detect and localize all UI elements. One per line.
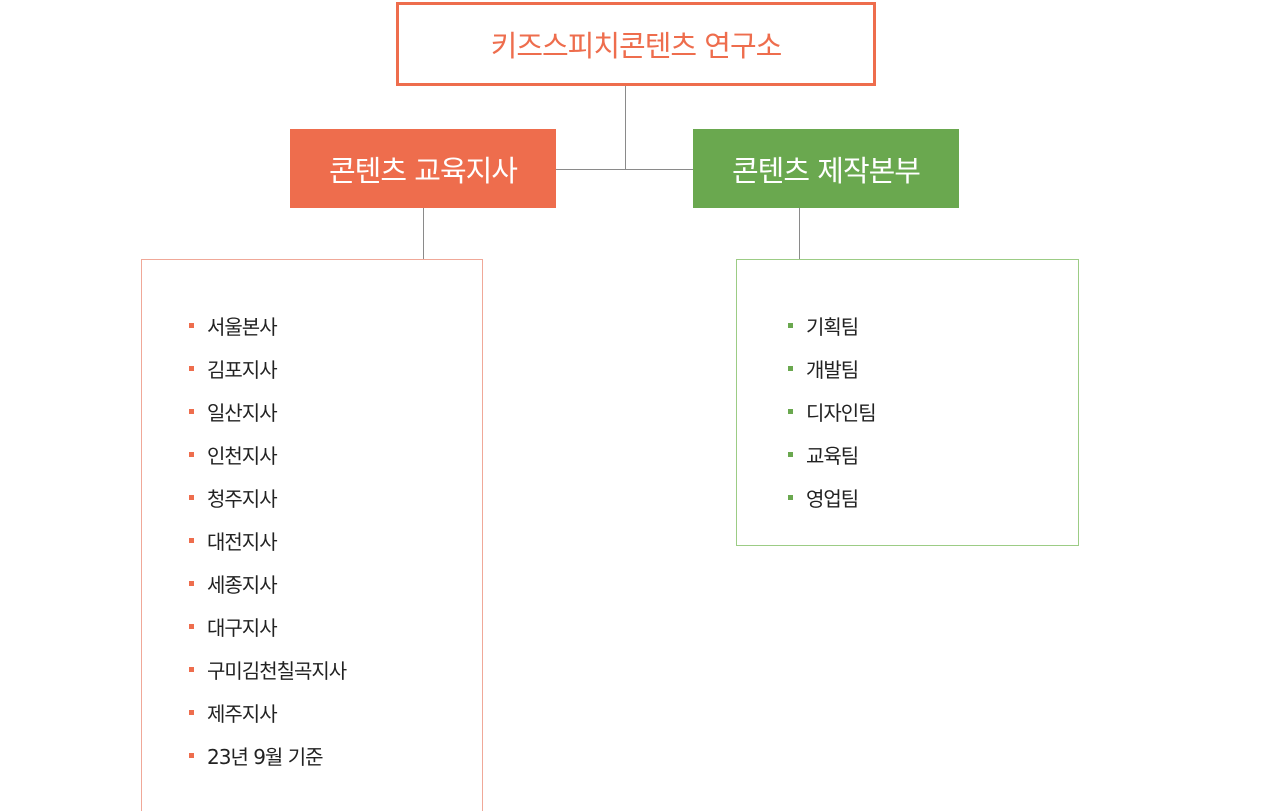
list-item-label: 구미김천칠곡지사: [207, 659, 347, 683]
list-item: 대전지사: [189, 519, 346, 562]
bullet-marker: [189, 409, 194, 414]
org-root-label: 키즈스피치콘텐츠 연구소: [490, 29, 783, 63]
list-item: 교육팀: [788, 433, 876, 476]
list-item: 디자인팀: [788, 390, 877, 433]
list-item-label: 청주지사: [207, 487, 278, 511]
list-item: 23년 9월 기준: [189, 734, 346, 777]
list-item: 서울본사: [189, 304, 346, 347]
list-item-label: 세종지사: [207, 573, 278, 597]
list-item: 김포지사: [189, 347, 346, 390]
bullet-marker: [189, 323, 194, 328]
connector-horizontal: [556, 169, 693, 170]
bullet-marker: [788, 495, 793, 500]
list-item-label: 영업팀: [806, 487, 859, 511]
bullet-marker: [189, 624, 194, 629]
list-item: 세종지사: [189, 562, 346, 605]
bullet-marker: [788, 366, 793, 371]
branch-node-production: 콘텐츠 제작본부: [693, 129, 959, 208]
bullet-marker: [189, 366, 194, 371]
list-item: 영업팀: [788, 476, 876, 519]
connector-left-down: [423, 208, 424, 259]
list-item-label: 대구지사: [207, 616, 278, 640]
list-item-label: 제주지사: [207, 702, 278, 726]
branch-label-education: 콘텐츠 교육지사: [329, 153, 518, 188]
bullet-marker: [189, 538, 194, 543]
org-root-node: 키즈스피치콘텐츠 연구소: [396, 2, 876, 86]
bullet-marker: [189, 710, 194, 715]
list-item: 구미김천칠곡지사: [189, 648, 347, 691]
list-item: 제주지사: [189, 691, 346, 734]
bullet-marker: [189, 667, 194, 672]
list-item-label: 기획팀: [806, 315, 859, 339]
list-item: 기획팀: [788, 304, 876, 347]
list-item-label: 23년 9월 기준: [207, 745, 323, 769]
bullet-marker: [189, 452, 194, 457]
list-item-label: 서울본사: [207, 315, 278, 339]
bullet-marker: [189, 495, 194, 500]
list-item-label: 인천지사: [207, 444, 278, 468]
bullet-marker: [189, 581, 194, 586]
list-item-label: 교육팀: [806, 444, 859, 468]
connector-root-down: [625, 86, 626, 169]
list-item: 개발팀: [788, 347, 876, 390]
bullet-marker: [788, 452, 793, 457]
bullet-marker: [189, 753, 194, 758]
bullet-marker: [788, 323, 793, 328]
list-item-label: 대전지사: [207, 530, 278, 554]
list-item-label: 개발팀: [806, 358, 859, 382]
list-item-label: 김포지사: [207, 358, 278, 382]
list-item: 대구지사: [189, 605, 346, 648]
education-branch-list: 서울본사 김포지사 일산지사 인천지사 청주지사 대전지사 세종지사 대구지사 …: [141, 259, 483, 811]
list-item: 일산지사: [189, 390, 346, 433]
connector-right-down: [799, 208, 800, 259]
list-item-label: 일산지사: [207, 401, 278, 425]
branch-node-education: 콘텐츠 교육지사: [290, 129, 556, 208]
list-item: 청주지사: [189, 476, 346, 519]
list-item-label: 디자인팀: [806, 401, 877, 425]
branch-label-production: 콘텐츠 제작본부: [732, 153, 921, 188]
production-team-list: 기획팀 개발팀 디자인팀 교육팀 영업팀: [736, 259, 1079, 546]
list-item: 인천지사: [189, 433, 346, 476]
bullet-marker: [788, 409, 793, 414]
